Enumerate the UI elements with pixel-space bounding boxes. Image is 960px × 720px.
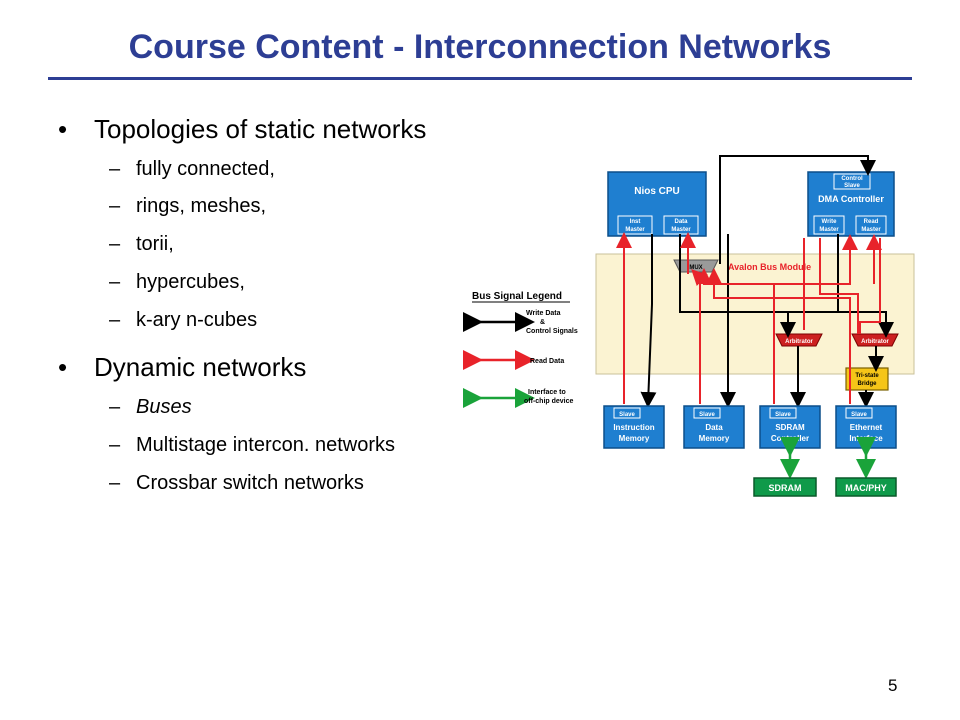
slave-title: Instruction xyxy=(613,423,654,432)
page-number: 5 xyxy=(888,676,898,695)
slave-port-label: Slave xyxy=(775,412,791,418)
sub-item-label: rings, meshes, xyxy=(136,195,267,217)
dash-icon: – xyxy=(109,472,121,494)
sub-item-label: Buses xyxy=(136,396,192,418)
bullet-dot-icon: • xyxy=(58,114,68,144)
control-wire xyxy=(719,155,876,264)
read-wires xyxy=(616,232,882,404)
arbitrator-label: Arbitrator xyxy=(785,339,813,345)
dash-icon: – xyxy=(109,309,121,331)
dash-icon: – xyxy=(109,434,121,456)
bullet-label: Topologies of static networks xyxy=(94,114,427,144)
dash-icon: – xyxy=(109,396,121,418)
sub-item: –Buses xyxy=(109,396,192,419)
port-label: Read xyxy=(864,219,879,225)
slave-instruction-memory: Slave Instruction Memory xyxy=(603,405,665,449)
slave-title: Ethernet xyxy=(850,423,883,432)
dash-icon: – xyxy=(109,233,121,255)
dash-icon: – xyxy=(109,271,121,293)
port-label: Write xyxy=(822,219,838,225)
bullet-topologies: • Topologies of static networks xyxy=(58,114,427,145)
sdram-label: SDRAM xyxy=(769,483,802,493)
slave-port-label: Slave xyxy=(619,412,635,418)
legend-write-label: Write Data xyxy=(526,310,561,317)
legend-interface-label: Interface to xyxy=(528,389,566,396)
port-label: Master xyxy=(671,227,691,233)
slave-data-memory: Slave Data Memory xyxy=(683,405,745,449)
write-wires xyxy=(640,234,894,408)
slave-title: SDRAM xyxy=(775,423,805,432)
sub-item-label: torii, xyxy=(136,233,174,255)
sub-item: –Multistage intercon. networks xyxy=(109,434,396,457)
port-label: Slave xyxy=(844,183,860,189)
slave-port-label: Slave xyxy=(699,412,715,418)
macphy-label: MAC/PHY xyxy=(845,483,887,493)
legend-interface-label: off-chip device xyxy=(524,398,574,405)
bus-module-label: Avalon Bus Module xyxy=(728,262,811,272)
slave-title: Memory xyxy=(619,434,650,443)
signal-legend: Bus Signal Legend Write Data & Control S… xyxy=(463,291,578,408)
port-label: Master xyxy=(625,227,645,233)
nios-cpu-title: Nios CPU xyxy=(634,186,680,197)
tristate-label: Bridge xyxy=(857,381,877,387)
dma-controller-block: Control Slave DMA Controller Write Maste… xyxy=(807,171,895,237)
sub-item-label: fully connected, xyxy=(136,158,275,180)
sdram-chip xyxy=(753,477,817,497)
sub-item-label: Crossbar switch networks xyxy=(136,472,364,494)
dma-title: DMA Controller xyxy=(818,194,884,204)
dash-icon: – xyxy=(109,195,121,217)
legend-write-label: & xyxy=(540,319,545,326)
slave-port-label: Slave xyxy=(851,412,867,418)
port-label: Master xyxy=(861,227,881,233)
sub-item-label: hypercubes, xyxy=(136,271,245,293)
tristate-label: Tri-state xyxy=(855,373,879,379)
avalon-bus-diagram: Bus Signal Legend Write Data & Control S… xyxy=(458,134,918,514)
slave-sdram-controller: Slave SDRAM Controller xyxy=(759,405,821,449)
mux-label: MUX xyxy=(689,265,702,271)
port-label: Master xyxy=(819,227,839,233)
macphy-chip xyxy=(835,477,897,497)
sub-item: –rings, meshes, xyxy=(109,195,267,218)
nios-cpu-block: Nios CPU Inst Master Data Master xyxy=(607,171,707,237)
bullet-dot-icon: • xyxy=(58,352,68,382)
port-label: Control xyxy=(841,176,863,182)
slave-title: Memory xyxy=(699,434,730,443)
slave-title: Interface xyxy=(849,434,883,443)
slave-title: Data xyxy=(705,423,723,432)
sub-item: –Crossbar switch networks xyxy=(109,472,364,495)
legend-write-label: Control Signals xyxy=(526,328,578,335)
slide-title: Course Content - Interconnection Network… xyxy=(128,28,832,66)
sub-item: –k-ary n-cubes xyxy=(109,309,258,332)
dash-icon: – xyxy=(109,158,121,180)
sub-item: –torii, xyxy=(109,233,174,256)
sub-item: –fully connected, xyxy=(109,158,275,181)
port-label: Inst xyxy=(630,219,641,225)
sub-item-label: Multistage intercon. networks xyxy=(136,434,396,456)
avalon-bus-module xyxy=(595,253,915,375)
sub-item: –hypercubes, xyxy=(109,271,245,294)
arbitrator-label: Arbitrator xyxy=(861,339,889,345)
slave-ethernet-interface: Slave Ethernet Interface xyxy=(835,405,897,449)
port-label: Data xyxy=(674,219,688,225)
slave-title: Controller xyxy=(771,434,809,443)
title-underline xyxy=(48,77,912,80)
legend-read-label: Read Data xyxy=(530,358,564,365)
legend-title: Bus Signal Legend xyxy=(472,291,562,302)
bullet-dynamic: • Dynamic networks xyxy=(58,352,307,383)
sub-item-label: k-ary n-cubes xyxy=(136,309,258,331)
bullet-label: Dynamic networks xyxy=(94,352,307,382)
